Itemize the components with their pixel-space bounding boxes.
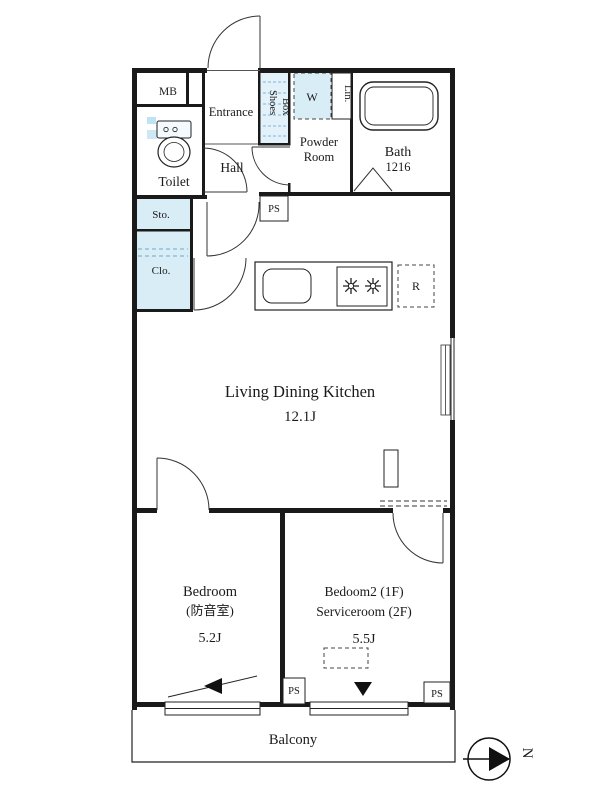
entrance-step <box>205 70 260 145</box>
toilet-door-arc <box>202 147 248 193</box>
duct-column <box>383 449 399 488</box>
ldk-label: Living Dining Kitchen <box>225 382 375 401</box>
stove-burner-icon <box>364 277 382 295</box>
ps-box-bedroom2-left <box>282 677 306 705</box>
bedroom1-arrow <box>204 678 222 694</box>
compass-north-label: N <box>519 748 535 759</box>
ldk-window <box>440 338 455 420</box>
bedroom2-label-2: Serviceroom (2F) <box>316 604 412 619</box>
shoes-box-label-1: Shoes <box>267 90 278 115</box>
storage-area <box>134 199 190 229</box>
linen-label: Lin. <box>342 85 353 102</box>
ps-label-bottom-right: PS <box>431 689 443 700</box>
fixture-fills <box>134 71 332 310</box>
ps-boxes <box>259 195 451 705</box>
ldk-size-label: 12.1J <box>284 409 316 425</box>
toilet-bowl <box>157 136 191 168</box>
balcony-label: Balcony <box>269 732 318 748</box>
balcony-outline <box>131 710 456 763</box>
bedroom2-door-arc <box>392 512 444 564</box>
hall-label: Hall <box>220 160 243 175</box>
stove-burner-icon <box>342 277 360 295</box>
labels: MB Entrance Shoes Box W Lin. Bath 1216 P… <box>152 85 443 748</box>
entrance-door-arc <box>207 15 261 69</box>
interior-walls <box>132 68 455 707</box>
bath-label: Bath <box>385 145 411 160</box>
bedroom1-size-label: 5.2J <box>199 631 223 646</box>
bedroom-windows <box>164 701 409 716</box>
bath-fixtures <box>359 81 439 131</box>
ps-label-bottom-left: PS <box>288 686 300 697</box>
shoes-box-area <box>260 71 288 143</box>
bedroom1-door-arc <box>156 457 210 511</box>
door-swings <box>156 15 444 564</box>
toilet-tank <box>156 120 192 139</box>
ps-box-bedroom2-right <box>423 681 451 704</box>
bedroom2-arrow <box>354 682 372 696</box>
washer-label: W <box>306 90 318 104</box>
hall-door-arc <box>206 201 260 257</box>
kitchen-sink <box>262 268 312 304</box>
fridge-label: R <box>412 279 420 293</box>
bedroom2-size-label: 5.5J <box>353 632 377 647</box>
bedroom1-sub-label: (防音室) <box>186 603 234 618</box>
shoes-box-shelves <box>263 81 286 137</box>
north-arrow-icon <box>489 747 510 771</box>
closet-area <box>134 231 190 310</box>
bedroom2-label-1: Bedoom2 (1F) <box>324 584 403 599</box>
bath-size-label: 1216 <box>386 160 411 174</box>
compass: N <box>463 737 535 781</box>
ps-label-hall: PS <box>268 204 280 215</box>
dropped-ceiling-dashes <box>380 500 447 507</box>
mb-label: MB <box>159 86 177 98</box>
shoes-box-label-2: Box <box>280 98 291 116</box>
powder-room-label-1: Powder <box>300 135 339 149</box>
bedroom-markers <box>167 647 372 698</box>
bedroom1-label: Bedroom <box>183 584 238 600</box>
closet-label: Clo. <box>152 265 171 277</box>
closet-door-arc <box>193 257 247 311</box>
bedroom2-hatch <box>323 647 369 669</box>
powder-door-arc <box>251 146 291 186</box>
toilet-label: Toilet <box>158 174 190 189</box>
bathtub-outer <box>359 81 439 131</box>
entrance-label: Entrance <box>209 105 254 119</box>
washer-space <box>293 72 332 120</box>
bathtub-inner <box>364 86 434 126</box>
storage-label: Sto. <box>152 209 170 221</box>
ps-box-hall <box>259 195 289 222</box>
bath-folding-door <box>353 167 393 192</box>
toilet-fixture <box>156 120 192 168</box>
powder-room-label-2: Room <box>304 150 335 164</box>
kitchen <box>254 261 435 311</box>
linen-box <box>331 72 352 120</box>
closet-pipe <box>138 248 188 257</box>
fridge-space <box>397 264 435 308</box>
toilet-control <box>147 117 156 124</box>
toilet-paper-holder <box>147 130 157 139</box>
